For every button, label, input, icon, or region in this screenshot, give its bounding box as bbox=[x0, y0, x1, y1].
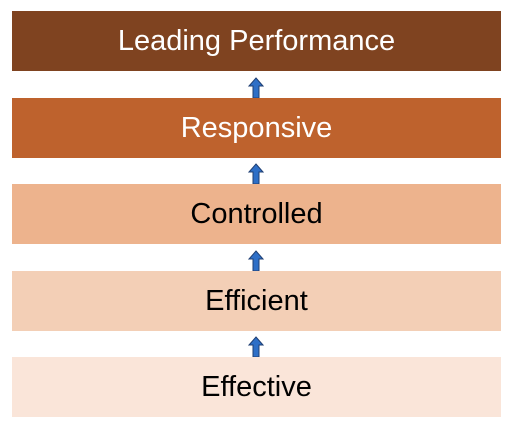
up-arrow-icon bbox=[248, 163, 264, 185]
up-arrow-icon bbox=[248, 77, 264, 99]
level-label: Leading Performance bbox=[117, 24, 396, 57]
level-label: Efficient bbox=[205, 284, 308, 317]
up-arrow-icon bbox=[248, 250, 264, 272]
level-leading-performance: Leading Performance bbox=[12, 11, 501, 71]
level-label: Responsive bbox=[180, 111, 333, 144]
level-controlled: Controlled bbox=[12, 184, 501, 244]
up-arrow-icon bbox=[248, 336, 264, 358]
level-efficient: Efficient bbox=[12, 271, 501, 331]
level-responsive: Responsive bbox=[12, 98, 501, 158]
level-effective: Effective bbox=[12, 357, 501, 417]
level-label: Effective bbox=[201, 370, 312, 403]
level-label: Controlled bbox=[190, 197, 323, 230]
